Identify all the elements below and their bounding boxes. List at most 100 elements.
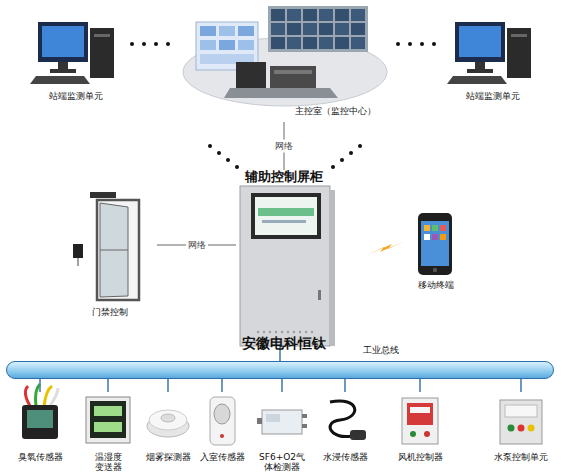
cabinet-illustration [275,331,277,333]
cabinet-illustration [318,290,321,300]
ellipsis-dots [408,42,412,46]
humidity-transmitter-icon [90,401,126,438]
humidity-transmitter-icon [86,397,130,443]
node-label: 入室传感器 [193,452,251,462]
fan-controller-icon [424,431,430,437]
pump-control-icon [500,400,542,444]
cabinet-illustration [263,331,265,333]
video-wall [335,9,349,21]
control-room-illustration [224,88,338,98]
ellipsis-dots [208,144,212,148]
monitor-unit: 站端监测单元 [445,15,540,105]
computer-illustration [475,62,485,70]
smoke-detector: 烟雾探测器 [138,392,198,474]
connector-line [344,379,346,392]
ozone-sensor-icon [25,386,30,406]
pump-control-unit: 水泵控制单元 [491,392,551,474]
smoke-detector-icon [147,410,189,437]
phone-illustration [421,221,449,266]
node-label: 水浸传感器 [316,452,374,462]
edge-label: 网络 [273,140,295,153]
phone-illustration [424,234,430,240]
access-control: 门禁控制 [62,183,157,323]
door-illustration [90,192,116,198]
node-label: 主控室（监控中心） [280,106,390,116]
monitor-unit: 站端监测单元 [28,15,123,105]
phone-illustration [418,213,452,275]
node-label: 门禁控制 [62,307,157,317]
computer-illustration [94,34,110,37]
pump-control-icon [508,425,515,432]
node-label: 站端监测单元 [445,91,540,101]
control-room-illustration [219,26,235,36]
computer-illustration [447,22,531,84]
ellipsis-dots [331,165,335,169]
ozone-sensor: 臭氧传感器 [10,392,70,474]
cabinet-illustration [251,193,321,239]
ellipsis-dots [420,42,424,46]
node-label: SF6+O2气体检测器 [255,452,309,473]
fan-controller-icon [407,403,433,425]
phone-illustration [424,225,430,231]
node-label: 站端监测单元 [28,91,123,101]
computer-illustration [38,22,88,62]
ellipsis-dots [142,42,146,46]
humidity-transmitter: 温湿度变送器 [78,392,138,474]
humidity-transmitter-icon [94,422,122,432]
intrusion-sensor-icon [220,434,224,438]
cabinet-illustration [240,186,335,346]
water-sensor-icon [330,401,366,440]
control-room-illustration [183,6,387,106]
phone-illustration [433,268,437,272]
video-wall [351,37,365,49]
computer-illustration [459,26,501,57]
ellipsis-dots [235,165,239,169]
ellipsis-dots [358,144,362,148]
control-room-illustration [219,40,235,50]
video-wall [319,37,333,49]
gas-detector-icon [266,414,280,422]
cabinet-illustration [257,331,313,333]
video-wall [287,9,301,21]
door-illustration [73,244,83,258]
smoke-detector-icon [161,414,175,422]
humidity-transmitter-icon [86,397,130,443]
node-label: 工业总线 [351,345,411,355]
node-label: 水泵控制单元 [491,452,551,462]
phone-illustration [440,225,446,231]
video-wall [271,23,285,35]
cabinet-illustration [311,331,313,333]
cabinet-illustration [330,190,335,346]
ozone-sensor-icon [50,388,58,406]
water-sensor: 水浸传感器 [315,392,375,474]
node-label: 风机控制器 [391,452,449,462]
fan-controller-icon [402,398,438,444]
gas-detector: SF6+O2气体检测器 [252,392,312,474]
water-sensor-icon [350,430,366,440]
computer-illustration [30,76,90,84]
ozone-sensor-icon [22,384,58,439]
phone-illustration [432,234,438,240]
ellipsis-dots [396,42,400,46]
computer-illustration [447,76,507,84]
control-room-illustration [238,26,254,36]
door-illustration [78,258,79,266]
pump-control-icon [500,400,542,444]
connector-line [281,379,283,392]
node-label: 移动终端 [404,280,468,290]
computer-illustration [42,26,84,57]
video-wall [351,9,365,21]
gas-detector-icon [262,410,302,434]
ellipsis-dots [154,42,158,46]
door-illustration [97,200,139,300]
wireless-symbol [367,241,405,255]
video-wall [287,37,301,49]
mobile-terminal: 移动终端 [410,210,462,296]
video-wall [268,6,368,52]
ellipsis-dots [217,151,221,155]
computer-illustration [50,69,76,73]
